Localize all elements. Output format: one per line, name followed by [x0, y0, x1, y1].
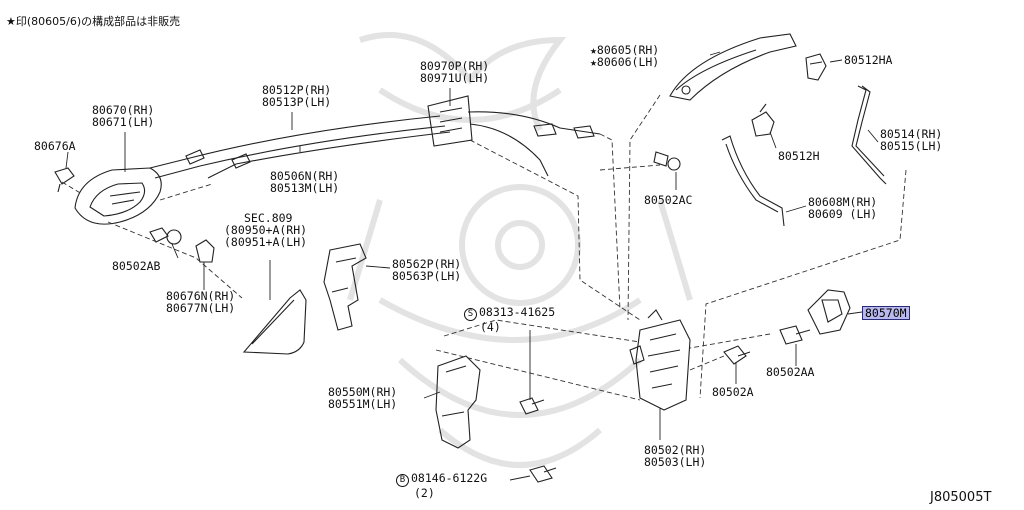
label-80970p-rh: 80970P(RH)	[420, 59, 490, 73]
inside-handle-drawing	[74, 167, 162, 225]
label-80512p-rh: 80512P(RH)	[262, 83, 332, 97]
label-80550m: 80550M(RH) 80551M(LH)	[328, 386, 397, 410]
door-lock-drawing	[629, 309, 691, 411]
fitting-80512ha-drawing	[805, 53, 827, 81]
label-80605: ★80605(RH) ★80606(LH)	[590, 44, 659, 68]
label-sec809: SEC.809 (80950+A(RH) (80951+A(LH)	[224, 212, 307, 248]
label-80676n-rh: 80676N(RH)	[166, 289, 236, 303]
label-80562p: 80562P(RH) 80563P(LH)	[392, 258, 461, 282]
label-80502-lh: 80503(LH)	[644, 455, 707, 469]
label-80676a: 80676A	[34, 139, 76, 153]
label-80506n-rh: 80506N(RH)	[270, 169, 340, 183]
label-80608m-rh: 80608M(RH)	[808, 195, 878, 209]
rod-cable-drawing	[149, 115, 451, 179]
label-b-bolt-qty: (2)	[414, 486, 435, 500]
bracket-80550m-drawing	[435, 355, 481, 449]
label-80605-lh: ★80606(LH)	[590, 55, 660, 69]
rod-80514-drawing	[851, 85, 887, 185]
label-80562p-rh: 80562P(RH)	[392, 257, 462, 271]
screw-80502aa-drawing	[779, 325, 811, 345]
label-80970p-lh: 80971U(LH)	[420, 71, 490, 85]
striker-drawing	[807, 289, 851, 335]
label-sec809-lh: (80951+A(LH)	[224, 235, 308, 249]
rod-80608m-drawing	[721, 135, 785, 227]
screw-80502a-drawing	[723, 345, 751, 365]
label-b-bolt-part: 08146-6122G	[411, 471, 488, 485]
label-80502-rh: 80502(RH)	[644, 443, 707, 457]
label-sec809-rh: (80950+A(RH)	[224, 223, 308, 237]
sealing-screen-drawing	[242, 289, 307, 355]
label-80608m-lh: 80609 (LH)	[808, 207, 878, 221]
label-80670-lh: 80671(LH)	[92, 115, 155, 129]
label-s-bolt-qty: (4)	[480, 320, 501, 334]
label-80570m-highlighted[interactable]: 80570M	[862, 306, 910, 320]
label-80605-rh: ★80605(RH)	[590, 43, 660, 57]
label-80550m-rh: 80550M(RH)	[328, 385, 398, 399]
assembly-dashed-lines	[61, 94, 907, 401]
label-80514-lh: 80515(LH)	[880, 139, 943, 153]
remote-control-drawing	[427, 95, 601, 177]
clip-80676n-drawing	[195, 239, 215, 263]
label-80502ab: 80502AB	[112, 259, 161, 273]
watermark-emblem	[347, 32, 693, 468]
label-80506n-lh: 80513M(LH)	[270, 181, 340, 195]
label-sec809-title: SEC.809	[244, 211, 293, 225]
label-80608m: 80608M(RH) 80609 (LH)	[808, 196, 877, 220]
clip-80676a-drawing	[54, 167, 75, 193]
label-80512p-lh: 80513P(LH)	[262, 95, 332, 109]
label-80502aa: 80502AA	[766, 365, 815, 379]
s-circle-symbol: S	[464, 308, 477, 321]
label-80502a: 80502A	[712, 385, 754, 399]
label-80550m-lh: 80551M(LH)	[328, 397, 398, 411]
label-80506n: 80506N(RH) 80513M(LH)	[270, 170, 339, 194]
label-80502: 80502(RH) 80503(LH)	[644, 444, 706, 468]
diagram-reference-id: J805005T	[930, 490, 992, 505]
label-80502ac: 80502AC	[644, 193, 693, 207]
outside-handle-drawing	[669, 33, 797, 101]
bolt-80502ac-drawing	[653, 151, 681, 171]
label-80512ha: 80512HA	[844, 53, 893, 67]
label-80676n: 80676N(RH) 80677N(LH)	[166, 290, 235, 314]
non-sale-note: ★印(80605/6)の構成部品は非販売	[6, 15, 181, 28]
label-80562p-lh: 80563P(LH)	[392, 269, 462, 283]
b-circle-symbol: B	[396, 474, 409, 487]
bolt-s-drawing	[519, 397, 545, 415]
label-80970p: 80970P(RH) 80971U(LH)	[420, 60, 489, 84]
label-80676n-lh: 80677N(LH)	[166, 301, 236, 315]
label-80514-rh: 80514(RH)	[880, 127, 943, 141]
bracket-80562p-drawing	[323, 243, 367, 331]
label-80670-rh: 80670(RH)	[92, 103, 155, 117]
fitting-80512h-drawing	[751, 103, 775, 137]
leader-lines	[65, 51, 879, 481]
label-80514: 80514(RH) 80515(LH)	[880, 128, 942, 152]
screw-80502ab-drawing	[149, 227, 182, 245]
label-s-bolt-part: 08313-41625	[479, 305, 556, 319]
bolt-b-drawing	[529, 465, 557, 483]
label-80512h: 80512H	[778, 149, 820, 163]
label-80512p: 80512P(RH) 80513P(LH)	[262, 84, 331, 108]
label-80670: 80670(RH) 80671(LH)	[92, 104, 154, 128]
